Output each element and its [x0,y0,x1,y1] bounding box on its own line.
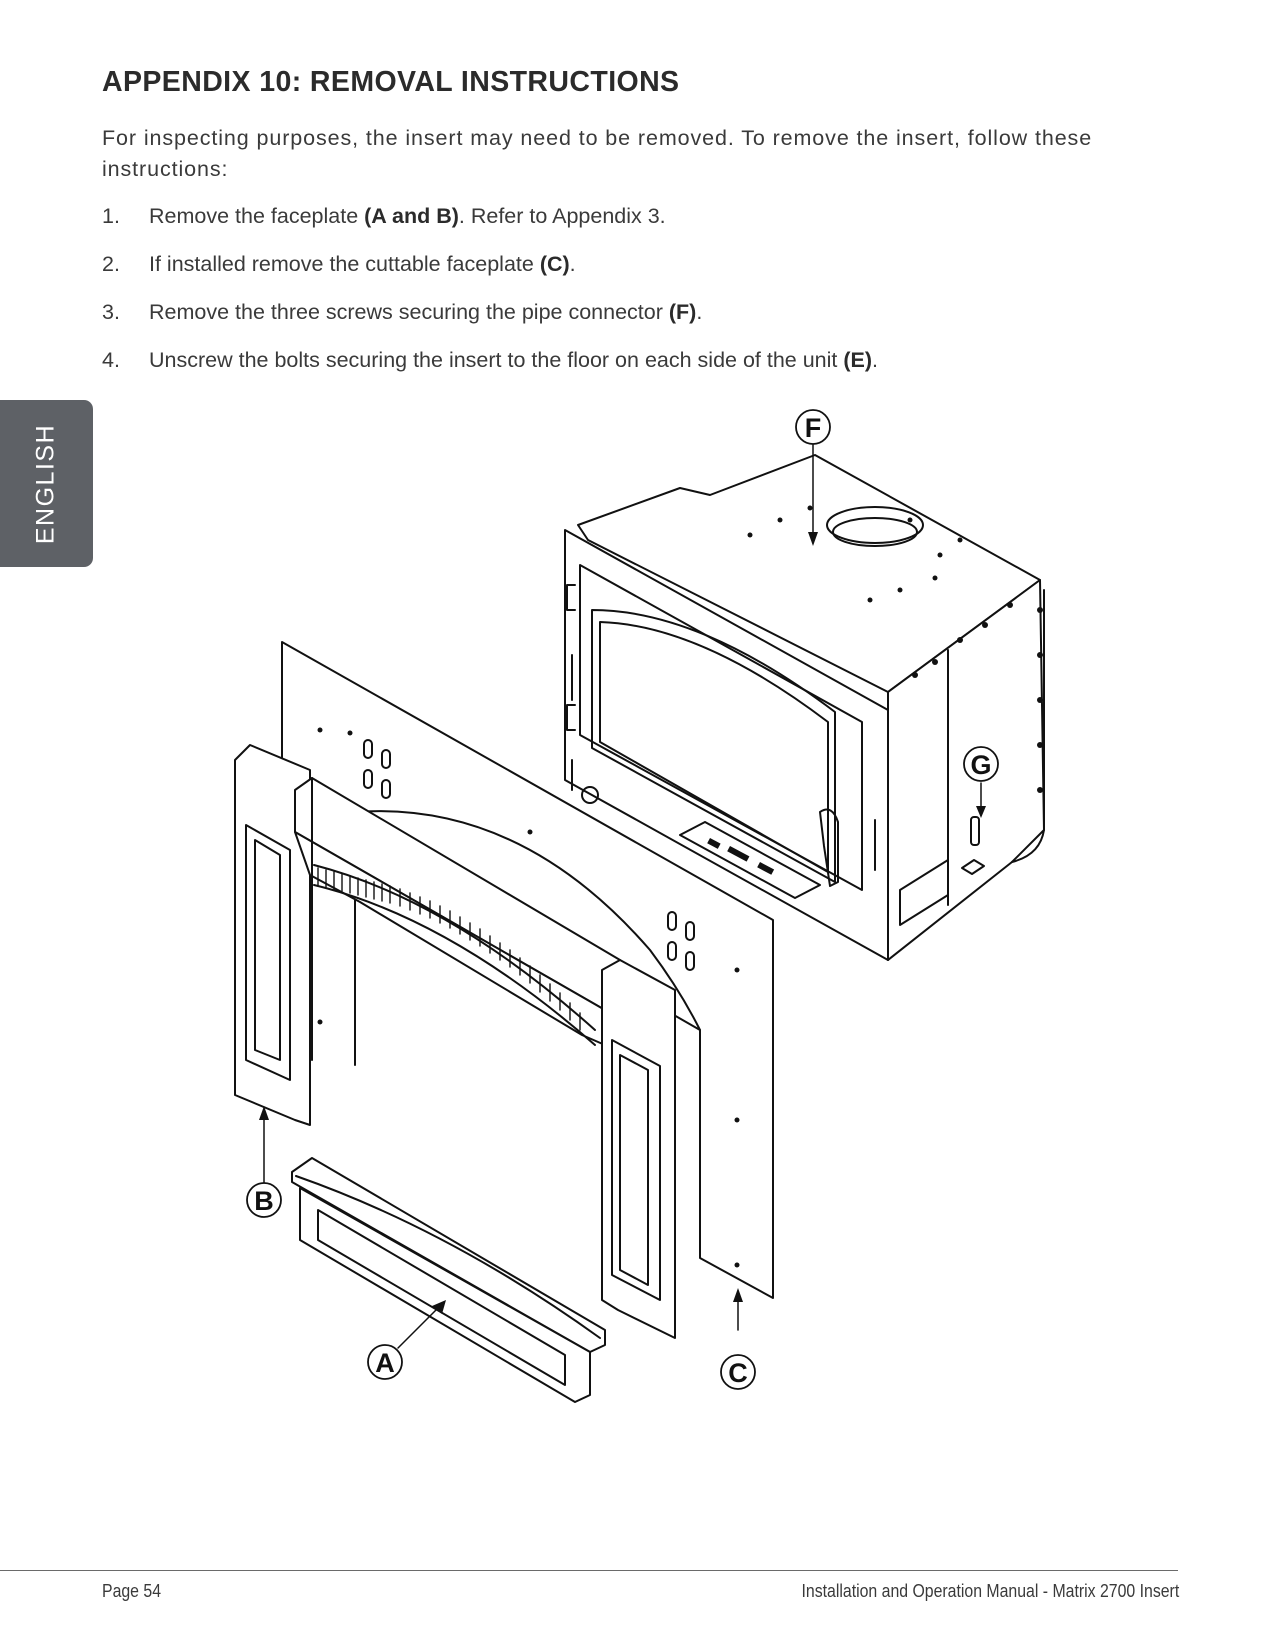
instruction-steps: 1. Remove the faceplate (A and B). Refer… [102,202,1187,394]
language-tab: ENGLISH [0,400,93,567]
document-title: Installation and Operation Manual - Matr… [801,1581,1179,1601]
step-number: 3. [102,300,120,324]
step-text-bold: (E) [843,348,873,372]
callout-g-label: G [970,750,991,780]
step-number: 4. [102,348,120,372]
footer-divider [0,1570,1178,1571]
callout-f-label: F [805,413,822,443]
callout-leaders [259,444,986,1349]
callout-g: G [963,746,999,782]
step-text-bold: (C) [539,252,570,276]
page-title: APPENDIX 10: REMOVAL INSTRUCTIONS [102,66,680,98]
step-text-plain: Remove the faceplate [149,204,365,228]
step-item: 1. Remove the faceplate (A and B). Refer… [102,202,1187,250]
callout-c-label: C [728,1358,748,1388]
callout-a: A [367,1344,403,1380]
step-item: 2. If installed remove the cuttable face… [102,250,1187,298]
step-text: Remove the faceplate (A and B). Refer to… [149,202,666,230]
step-text: Unscrew the bolts securing the insert to… [149,346,878,374]
callout-a-label: A [375,1348,395,1378]
step-text: If installed remove the cuttable facepla… [149,250,576,278]
step-text-plain: If installed remove the cuttable facepla… [149,252,540,276]
callout-c: C [720,1354,756,1390]
callout-f: F [795,409,831,445]
step-text-plain: Remove the three screws securing the pip… [149,300,669,324]
step-item: 4. Unscrew the bolts securing the insert… [102,346,1187,394]
step-item: 3. Remove the three screws securing the … [102,298,1187,346]
step-text-plain: Unscrew the bolts securing the insert to… [149,348,844,372]
page-number: Page 54 [102,1581,162,1601]
step-number: 1. [102,204,120,228]
step-text-bold: (A and B) [364,204,459,228]
step-text-plain: . [569,252,576,276]
language-tab-label: ENGLISH [31,423,60,545]
step-text: Remove the three screws securing the pip… [149,298,702,326]
step-number: 2. [102,252,120,276]
step-text-plain: . [872,348,879,372]
intro-paragraph: For inspecting purposes, the insert may … [102,126,1093,181]
callout-b-label: B [254,1186,274,1216]
exploded-view-diagram: F G B A C [234,409,1045,1403]
step-text-plain: . [696,300,703,324]
callout-b: B [246,1182,282,1218]
step-text-bold: (F) [668,300,697,324]
faceplate-bottom-bar [291,1157,606,1403]
step-text-plain: . Refer to Appendix 3. [458,204,666,228]
faceplate-surround [234,744,676,1339]
